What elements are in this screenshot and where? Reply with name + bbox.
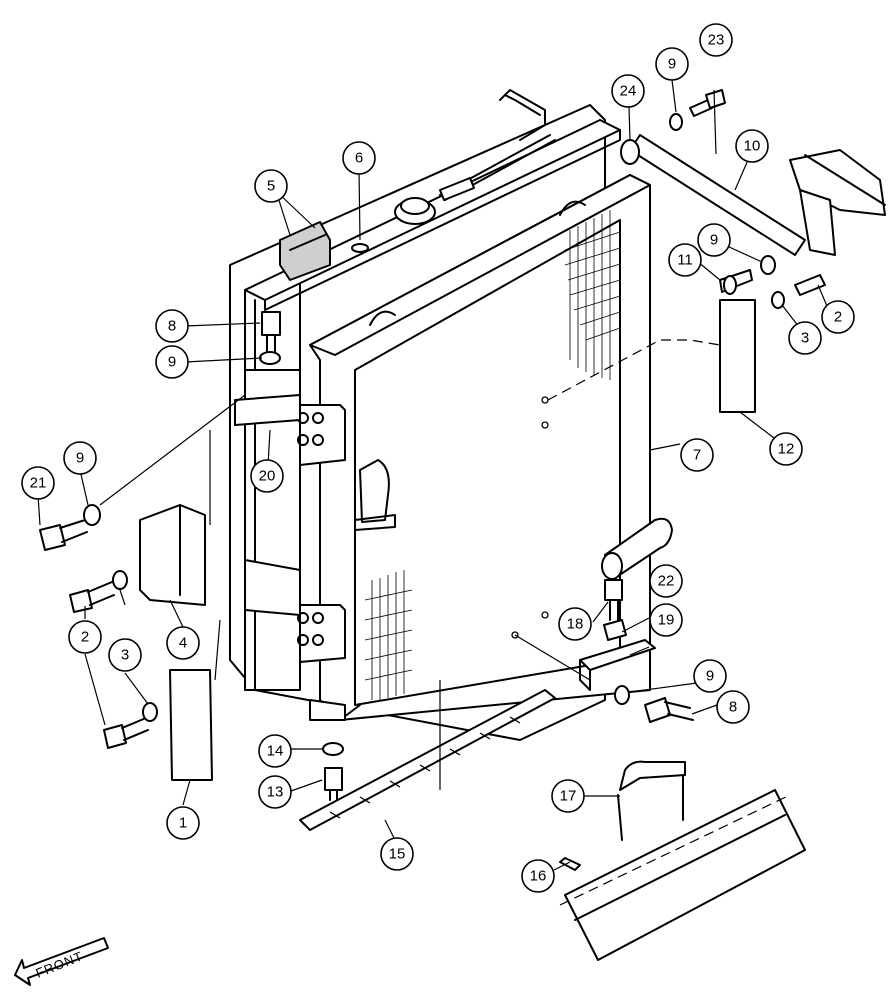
callout-label: 22	[658, 573, 675, 590]
callout-label: 21	[30, 475, 47, 492]
callout-label: 9	[168, 354, 176, 371]
callout: 12	[769, 432, 803, 466]
callout: 23	[699, 23, 733, 57]
callout: 9	[655, 47, 689, 81]
callout: 11	[668, 243, 702, 277]
callout: 10	[735, 129, 769, 163]
callout-label: 12	[778, 441, 795, 458]
callout: 3	[108, 638, 142, 672]
callout: 21	[21, 466, 55, 500]
callout-label: 20	[259, 468, 276, 485]
front-arrow: FRONT	[14, 937, 109, 986]
callout-label: 6	[355, 150, 363, 167]
callout: 9	[693, 659, 727, 693]
callout: 8	[716, 690, 750, 724]
callout: 16	[521, 859, 555, 893]
callout: 6	[342, 141, 376, 175]
callout-label: 13	[267, 784, 284, 801]
callout-label: 3	[801, 330, 809, 347]
callout-label: 8	[168, 318, 176, 335]
callout-label: 24	[620, 83, 637, 100]
callout-label: 19	[658, 612, 675, 629]
callout: 2	[68, 620, 102, 654]
callout: 9	[155, 345, 189, 379]
callout-label: 7	[693, 447, 701, 464]
callout-label: 10	[744, 138, 761, 155]
callout-label: 23	[708, 32, 725, 49]
callout: 17	[551, 779, 585, 813]
callout: 3	[788, 321, 822, 355]
leader-lines	[37, 79, 828, 871]
callout-label: 2	[834, 309, 842, 326]
callout-label: 2	[81, 629, 89, 646]
callout: 24	[611, 74, 645, 108]
callout: 5	[254, 169, 288, 203]
callout-label: 11	[677, 252, 693, 269]
callout-label: 1	[179, 815, 187, 832]
callout: 9	[63, 441, 97, 475]
callout-label: 8	[729, 699, 737, 716]
callout-label: 9	[710, 232, 718, 249]
callout-label: 5	[267, 178, 275, 195]
callout-label: 17	[560, 788, 577, 805]
callout: 14	[258, 734, 292, 768]
callout-label: 15	[389, 846, 406, 863]
callout: 4	[166, 626, 200, 660]
callout: 7	[680, 438, 714, 472]
callout: 22	[649, 564, 683, 598]
callout-label: 18	[567, 616, 584, 633]
callout-label: 16	[530, 868, 547, 885]
callout-label: 9	[668, 56, 676, 73]
callout-label: 14	[267, 743, 284, 760]
front-label: FRONT	[34, 948, 86, 981]
callout-label: 9	[706, 668, 714, 685]
callout: 8	[155, 309, 189, 343]
callout-label: 9	[76, 450, 84, 467]
hardware-parts	[39, 89, 886, 961]
callout: 2	[821, 300, 855, 334]
callout-label: 3	[121, 647, 129, 664]
callout: 1	[166, 806, 200, 840]
callout: 15	[380, 837, 414, 871]
callout: 9	[697, 223, 731, 257]
callout-label: 4	[179, 635, 187, 652]
callout: 13	[258, 775, 292, 809]
core-mesh	[364, 210, 621, 700]
callout: 20	[250, 459, 284, 493]
callout: 19	[649, 603, 683, 637]
callout: 18	[558, 607, 592, 641]
radiator-assembly	[229, 89, 673, 741]
